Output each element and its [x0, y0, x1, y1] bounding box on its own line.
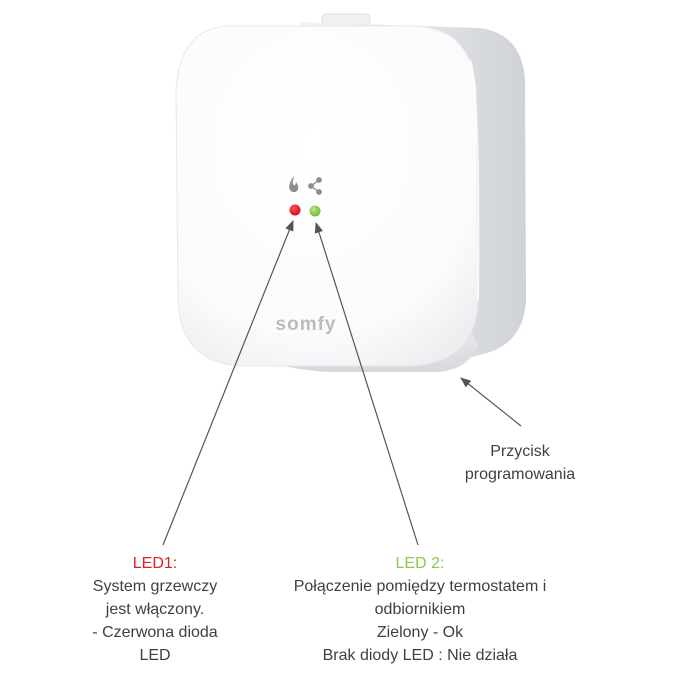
led1-line-4: LED: [139, 647, 171, 664]
led1-title: LED1:: [132, 555, 178, 572]
led2-description: LED 2: Połączenie pomiędzy termostatem i…: [250, 552, 590, 667]
led2-line-3: Zielony - Ok: [376, 624, 464, 641]
led1-line-2: jest włączony.: [105, 601, 205, 618]
led2-title: LED 2:: [395, 555, 445, 572]
share-icon: [308, 177, 322, 195]
somfy-logo: somfy: [276, 314, 337, 335]
device-front-face: [175, 25, 479, 367]
led2-line-4: Brak diody LED : Nie działa: [322, 647, 518, 664]
somfy-device: somfy: [175, 13, 526, 372]
programming-button-label: Przycisk programowania: [440, 440, 600, 486]
flame-icon: [289, 176, 299, 193]
led2-line-2: odbiornikiem: [374, 601, 466, 618]
led2-green-indicator: [309, 205, 321, 217]
programming-button-line-1: Przycisk: [490, 443, 550, 460]
led1-description: LED1: System grzewczy jest włączony. - C…: [60, 552, 250, 667]
button-pointer-arrow: [460, 377, 522, 427]
led2-line-1: Połączenie pomiędzy termostatem i: [293, 578, 547, 595]
programming-button-line-2: programowania: [464, 466, 576, 483]
led1-line-3: - Czerwona dioda: [92, 624, 218, 641]
led1-pointer-arrow: [162, 219, 294, 546]
led1-red-indicator: [289, 204, 301, 216]
led1-line-1: System grzewczy: [92, 578, 218, 595]
led2-pointer-arrow: [314, 221, 419, 546]
